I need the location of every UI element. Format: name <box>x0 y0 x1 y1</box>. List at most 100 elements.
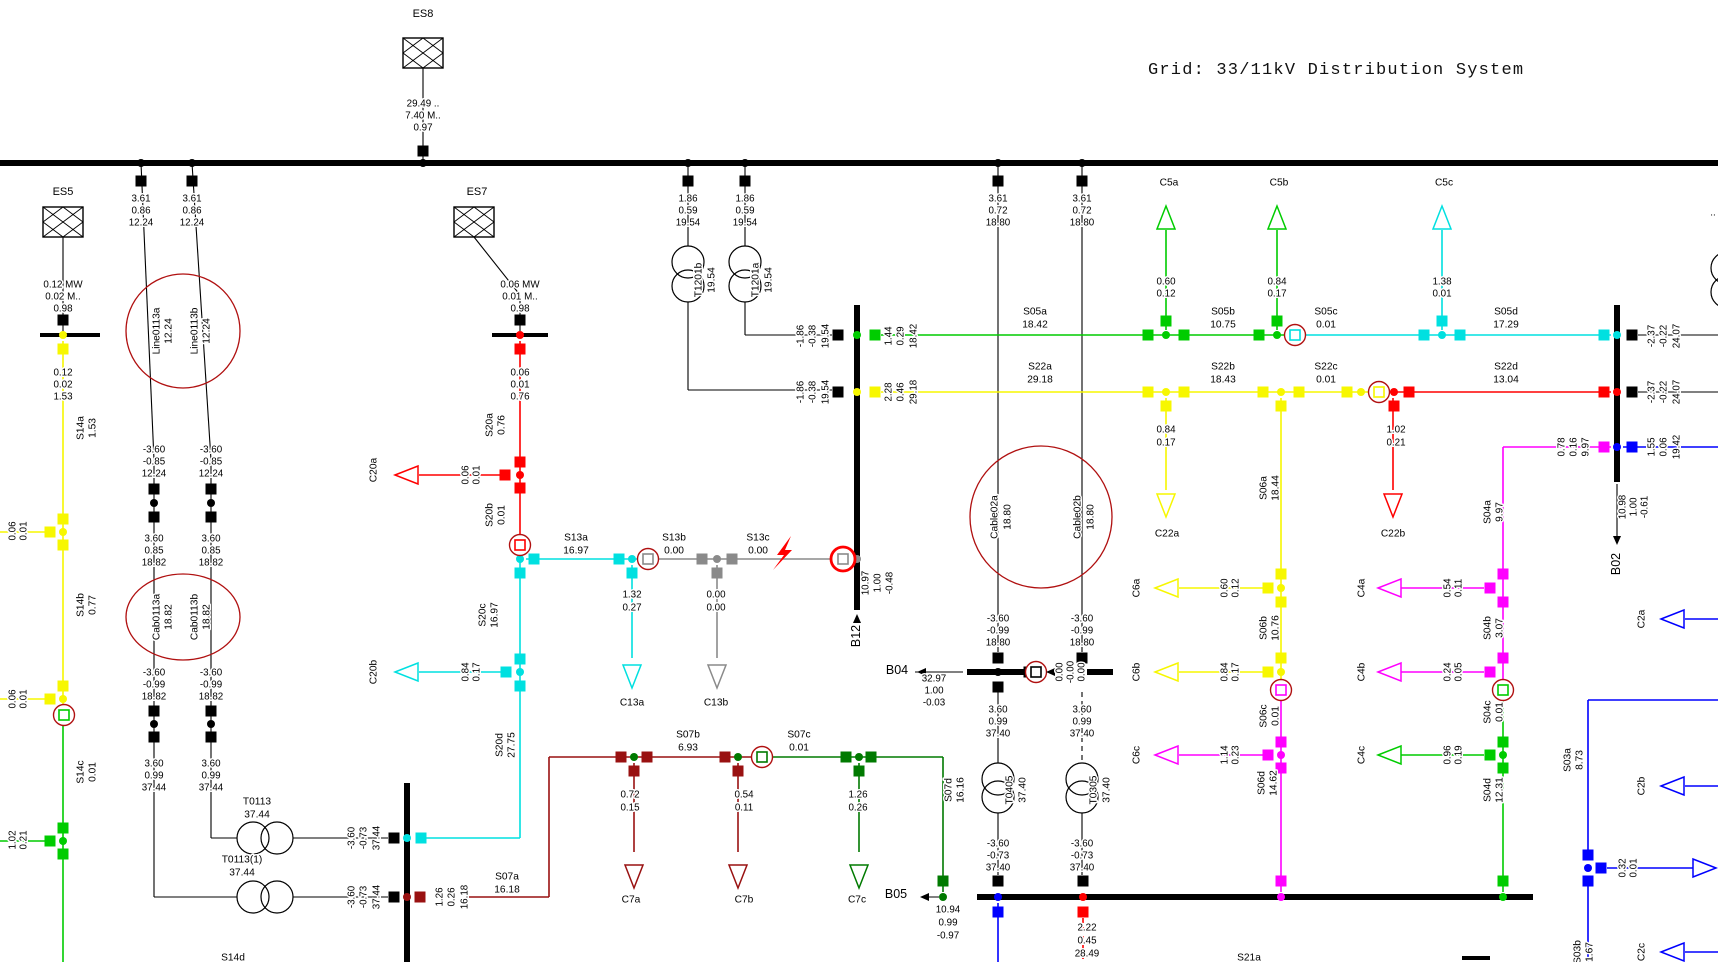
breaker-square[interactable] <box>1262 582 1274 594</box>
breaker-square[interactable] <box>205 705 217 717</box>
breaker-square[interactable] <box>500 666 512 678</box>
t0113-winding-1[interactable] <box>236 821 270 855</box>
breaker-square[interactable] <box>626 567 638 579</box>
t0305-winding-2[interactable] <box>1065 780 1099 814</box>
breaker-square[interactable] <box>1262 666 1274 678</box>
breaker-square[interactable] <box>57 848 69 860</box>
breaker-square[interactable] <box>1271 315 1283 327</box>
breaker-square[interactable] <box>1484 749 1496 761</box>
breaker-square[interactable] <box>514 343 526 355</box>
c4a-load-arrow[interactable] <box>1375 577 1402 599</box>
breaker-square[interactable] <box>148 731 160 743</box>
breaker-square[interactable] <box>840 751 852 763</box>
t0405-winding-2[interactable] <box>981 780 1015 814</box>
t1201b-winding-1[interactable] <box>671 245 705 279</box>
breaker-square[interactable] <box>1275 736 1287 748</box>
breaker-square[interactable] <box>1142 329 1154 341</box>
breaker-square[interactable] <box>1293 386 1305 398</box>
switch-s05c-contact[interactable] <box>1289 329 1301 341</box>
c7b-load-arrow[interactable] <box>727 864 749 891</box>
c20b-load-arrow[interactable] <box>392 661 419 683</box>
breaker-square[interactable] <box>1582 875 1594 887</box>
c6a-load-arrow[interactable] <box>1152 577 1179 599</box>
c4b-load-arrow[interactable] <box>1375 661 1402 683</box>
breaker-square[interactable] <box>992 875 1004 887</box>
breaker-square[interactable] <box>641 751 653 763</box>
breaker-square[interactable] <box>1275 652 1287 664</box>
breaker-square[interactable] <box>205 483 217 495</box>
breaker-square[interactable] <box>865 751 877 763</box>
breaker-square[interactable] <box>1257 386 1269 398</box>
breaker-square[interactable] <box>615 751 627 763</box>
c20a-load-arrow[interactable] <box>392 464 419 486</box>
breaker-square[interactable] <box>1598 441 1610 453</box>
breaker-square[interactable] <box>514 653 526 665</box>
breaker-square[interactable] <box>711 567 723 579</box>
t1201a-winding-2[interactable] <box>728 269 762 303</box>
breaker-square[interactable] <box>57 314 69 326</box>
breaker-square[interactable] <box>682 175 694 187</box>
breaker-square[interactable] <box>1595 862 1607 874</box>
breaker-square[interactable] <box>1076 175 1088 187</box>
breaker-square[interactable] <box>514 680 526 692</box>
breaker-square[interactable] <box>1497 568 1509 580</box>
breaker-square[interactable] <box>1253 329 1265 341</box>
c6b-load-arrow[interactable] <box>1152 661 1179 683</box>
breaker-square[interactable] <box>992 906 1004 918</box>
c2a-load-arrow[interactable] <box>1658 608 1685 630</box>
breaker-square[interactable] <box>1275 596 1287 608</box>
c13a-load-arrow[interactable] <box>621 664 643 691</box>
breaker-square[interactable] <box>514 314 526 326</box>
breaker-square[interactable] <box>57 539 69 551</box>
breaker-square[interactable] <box>1454 329 1466 341</box>
breaker-square[interactable] <box>499 469 511 481</box>
switch-s14c-contact[interactable] <box>58 709 70 721</box>
breaker-square[interactable] <box>739 175 751 187</box>
breaker-square[interactable] <box>1403 386 1415 398</box>
breaker-square[interactable] <box>57 680 69 692</box>
breaker-square[interactable] <box>1275 400 1287 412</box>
breaker-square[interactable] <box>1178 386 1190 398</box>
breaker-square[interactable] <box>44 835 56 847</box>
c5a-load-arrow[interactable] <box>1155 203 1177 230</box>
breaker-square[interactable] <box>992 175 1004 187</box>
breaker-square[interactable] <box>528 553 540 565</box>
c5b-load-arrow[interactable] <box>1266 203 1288 230</box>
breaker-square[interactable] <box>44 693 56 705</box>
breaker-square[interactable] <box>148 483 160 495</box>
t0305-winding-1[interactable] <box>1065 762 1099 796</box>
breaker-square[interactable] <box>1076 652 1088 664</box>
breaker-square[interactable] <box>853 765 865 777</box>
breaker-square[interactable] <box>135 175 147 187</box>
breaker-square[interactable] <box>44 526 56 538</box>
breaker-square[interactable] <box>414 891 426 903</box>
breaker-square[interactable] <box>205 511 217 523</box>
breaker-square[interactable] <box>992 652 1004 664</box>
c2c-load-arrow[interactable] <box>1658 941 1685 962</box>
switch-b04-contact[interactable] <box>1030 666 1042 678</box>
breaker-square[interactable] <box>1160 400 1172 412</box>
breaker-square[interactable] <box>1436 315 1448 327</box>
t1201a-winding-1[interactable] <box>728 245 762 279</box>
breaker-square[interactable] <box>869 329 881 341</box>
breaker-square[interactable] <box>1497 652 1509 664</box>
breaker-square[interactable] <box>57 343 69 355</box>
breaker-square[interactable] <box>57 513 69 525</box>
breaker-square[interactable] <box>726 553 738 565</box>
c22a-load-arrow[interactable] <box>1155 493 1177 520</box>
breaker-square[interactable] <box>719 751 731 763</box>
breaker-square[interactable] <box>1626 386 1638 398</box>
c13b-load-arrow[interactable] <box>706 664 728 691</box>
switch-s07c-contact[interactable] <box>756 751 768 763</box>
breaker-square[interactable] <box>417 145 429 157</box>
breaker-square[interactable] <box>514 456 526 468</box>
switch-s13c-highlight-contact[interactable] <box>837 553 849 565</box>
es7-lead-1[interactable] <box>473 236 521 296</box>
breaker-square[interactable] <box>992 681 1004 693</box>
breaker-square[interactable] <box>1077 906 1089 918</box>
breaker-square[interactable] <box>1484 582 1496 594</box>
switch-s13b-contact[interactable] <box>642 553 654 565</box>
breaker-square[interactable] <box>1626 329 1638 341</box>
breaker-square[interactable] <box>388 832 400 844</box>
breaker-square[interactable] <box>1178 329 1190 341</box>
